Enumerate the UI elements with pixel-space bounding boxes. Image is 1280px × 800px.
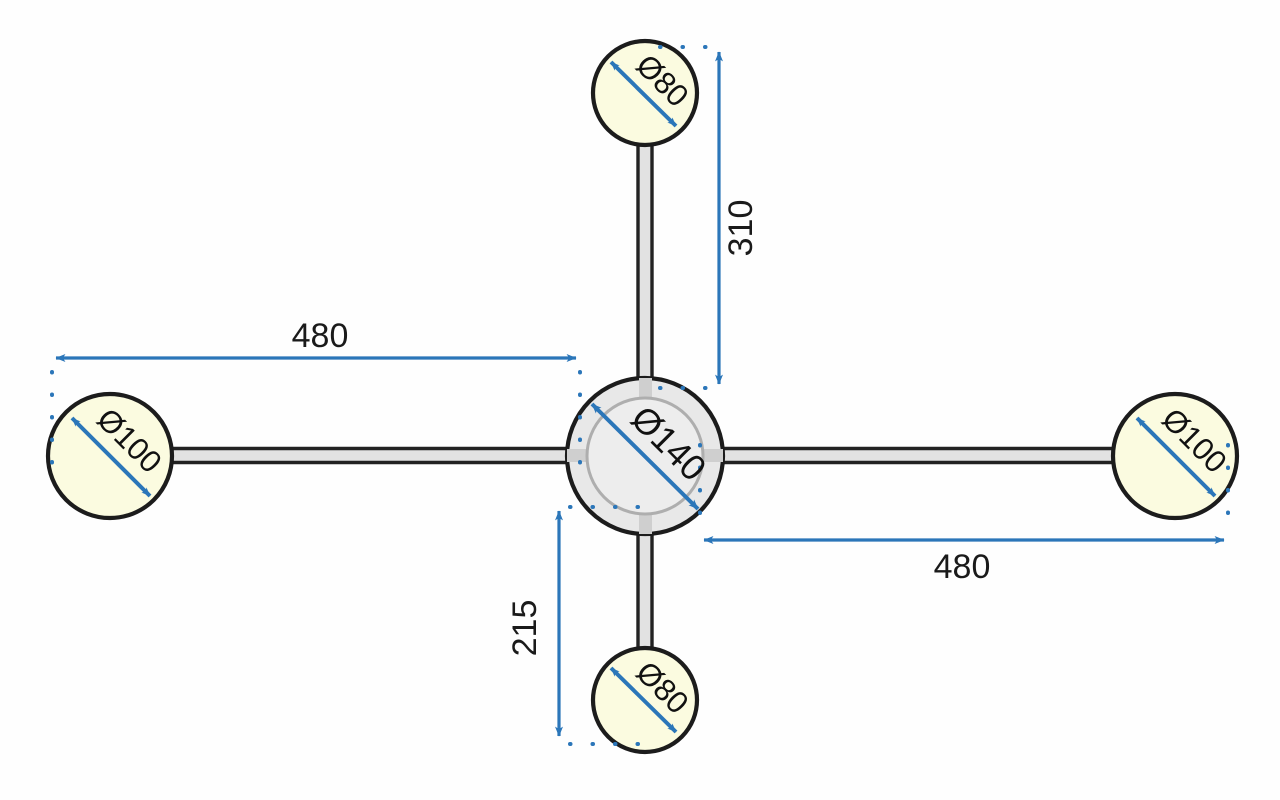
dimension-label-right-480: 480 (934, 548, 991, 586)
diameter-arrow-left-node (70, 416, 152, 498)
arm-right (640, 446, 1180, 465)
diameter-arrow-right-node (1135, 416, 1217, 498)
diameter-arrow-hub (590, 402, 700, 511)
dimension-label-bottom-215: 215 (506, 600, 544, 657)
dimension-label-left-480: 480 (292, 317, 349, 355)
arm-left (105, 446, 650, 465)
extension-lines (50, 45, 1230, 746)
diameter-arrow-bottom-node (609, 666, 678, 734)
dimension-label-top-310: 310 (722, 200, 760, 257)
diameter-arrow-top-node (609, 60, 678, 128)
